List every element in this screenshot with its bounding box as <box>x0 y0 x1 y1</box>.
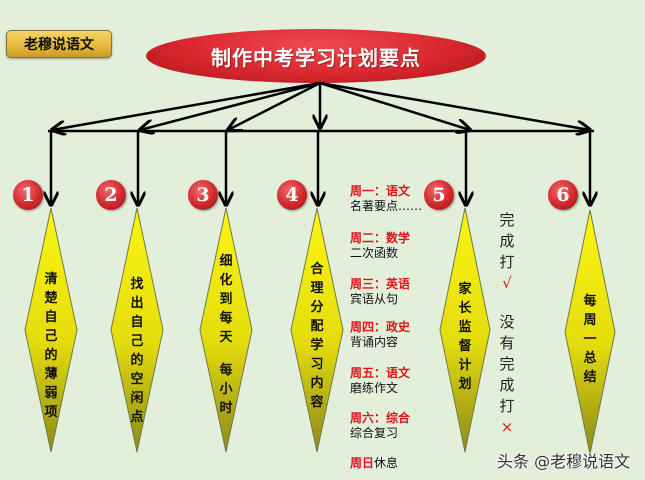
step-text-1: 清楚自己的薄弱项 <box>44 272 58 420</box>
done-note-text: 完成打 <box>499 211 515 271</box>
cross-mark-icon: × <box>500 418 514 436</box>
schedule-task: 二次函数 <box>350 246 399 260</box>
diagram-title: 制作中考学习计划要点 <box>211 45 421 70</box>
schedule-item-mon: 周一：语文 名著要点…… <box>350 184 422 214</box>
schedule-day: 周二：数学 <box>350 231 411 245</box>
author-badge-label: 老穆说语文 <box>24 37 94 53</box>
done-note: 完成打 √ <box>498 210 516 294</box>
step-number-badge-5: 5 <box>424 180 454 210</box>
step-text-3b: 每小时 <box>219 363 233 416</box>
schedule-task: 综合复习 <box>350 426 399 440</box>
step-diamond-6 <box>564 209 616 455</box>
step-number-6: 6 <box>556 184 570 206</box>
not-done-note: 没有完成打 × <box>498 312 516 438</box>
schedule-task: 背诵内容 <box>350 335 399 349</box>
schedule-item-fri: 周五：语文 磨练作文 <box>350 366 410 396</box>
step-number-2: 2 <box>104 184 118 206</box>
step-number-badge-1: 1 <box>13 180 43 210</box>
step-number-1: 1 <box>21 184 35 206</box>
author-badge: 老穆说语文 <box>6 30 112 58</box>
schedule-day: 周六：综合 <box>350 411 411 425</box>
schedule-day: 周一：语文 <box>350 184 411 198</box>
schedule-item-sun: 周日休息 <box>350 456 398 471</box>
step-text-5: 家长监督计划 <box>458 282 472 392</box>
schedule-task: 名著要点…… <box>350 199 423 213</box>
step-number-badge-3: 3 <box>188 180 218 210</box>
step-text-6: 每周一总结 <box>583 294 597 385</box>
watermark: 头条 @老穆说语文 <box>497 452 631 471</box>
step-number-5: 5 <box>432 184 446 206</box>
step-text-3: 细化到每天 每小时 <box>216 252 236 418</box>
title-ellipse: 制作中考学习计划要点 <box>146 29 486 83</box>
schedule-item-tue: 周二：数学 二次函数 <box>350 231 410 261</box>
schedule-day: 周五：语文 <box>350 366 411 380</box>
step-diamond-4 <box>290 207 344 453</box>
step-text-4: 合理分配学习内容 <box>310 262 324 410</box>
schedule-task: 宾语从句 <box>350 292 399 306</box>
schedule-day: 周四：政史 <box>350 320 411 334</box>
schedule-item-sat: 周六：综合 综合复习 <box>350 411 410 441</box>
schedule-day: 周日 <box>350 456 375 470</box>
step-number-3: 3 <box>196 184 210 206</box>
step-text-3a: 细化到每天 <box>219 254 233 345</box>
schedule-task: 磨练作文 <box>350 381 399 395</box>
step-text-2: 找出自己的空闲点 <box>130 277 144 425</box>
step-number-badge-6: 6 <box>548 180 578 210</box>
schedule-item-wed: 周三：英语 宾语从句 <box>350 277 410 307</box>
step-diamond-2 <box>110 207 164 453</box>
schedule-day: 周三：英语 <box>350 277 411 291</box>
schedule-task: 休息 <box>374 456 399 470</box>
step-diamond-5 <box>439 207 491 453</box>
step-number-4: 4 <box>285 184 299 206</box>
check-mark-icon: √ <box>502 274 512 292</box>
schedule-item-thu: 周四：政史 背诵内容 <box>350 320 410 350</box>
step-diamond-3 <box>199 207 253 453</box>
step-diamond-1 <box>24 207 78 453</box>
not-done-note-text: 没有完成打 <box>499 313 515 415</box>
step-number-badge-4: 4 <box>277 180 307 210</box>
step-number-badge-2: 2 <box>96 180 126 210</box>
